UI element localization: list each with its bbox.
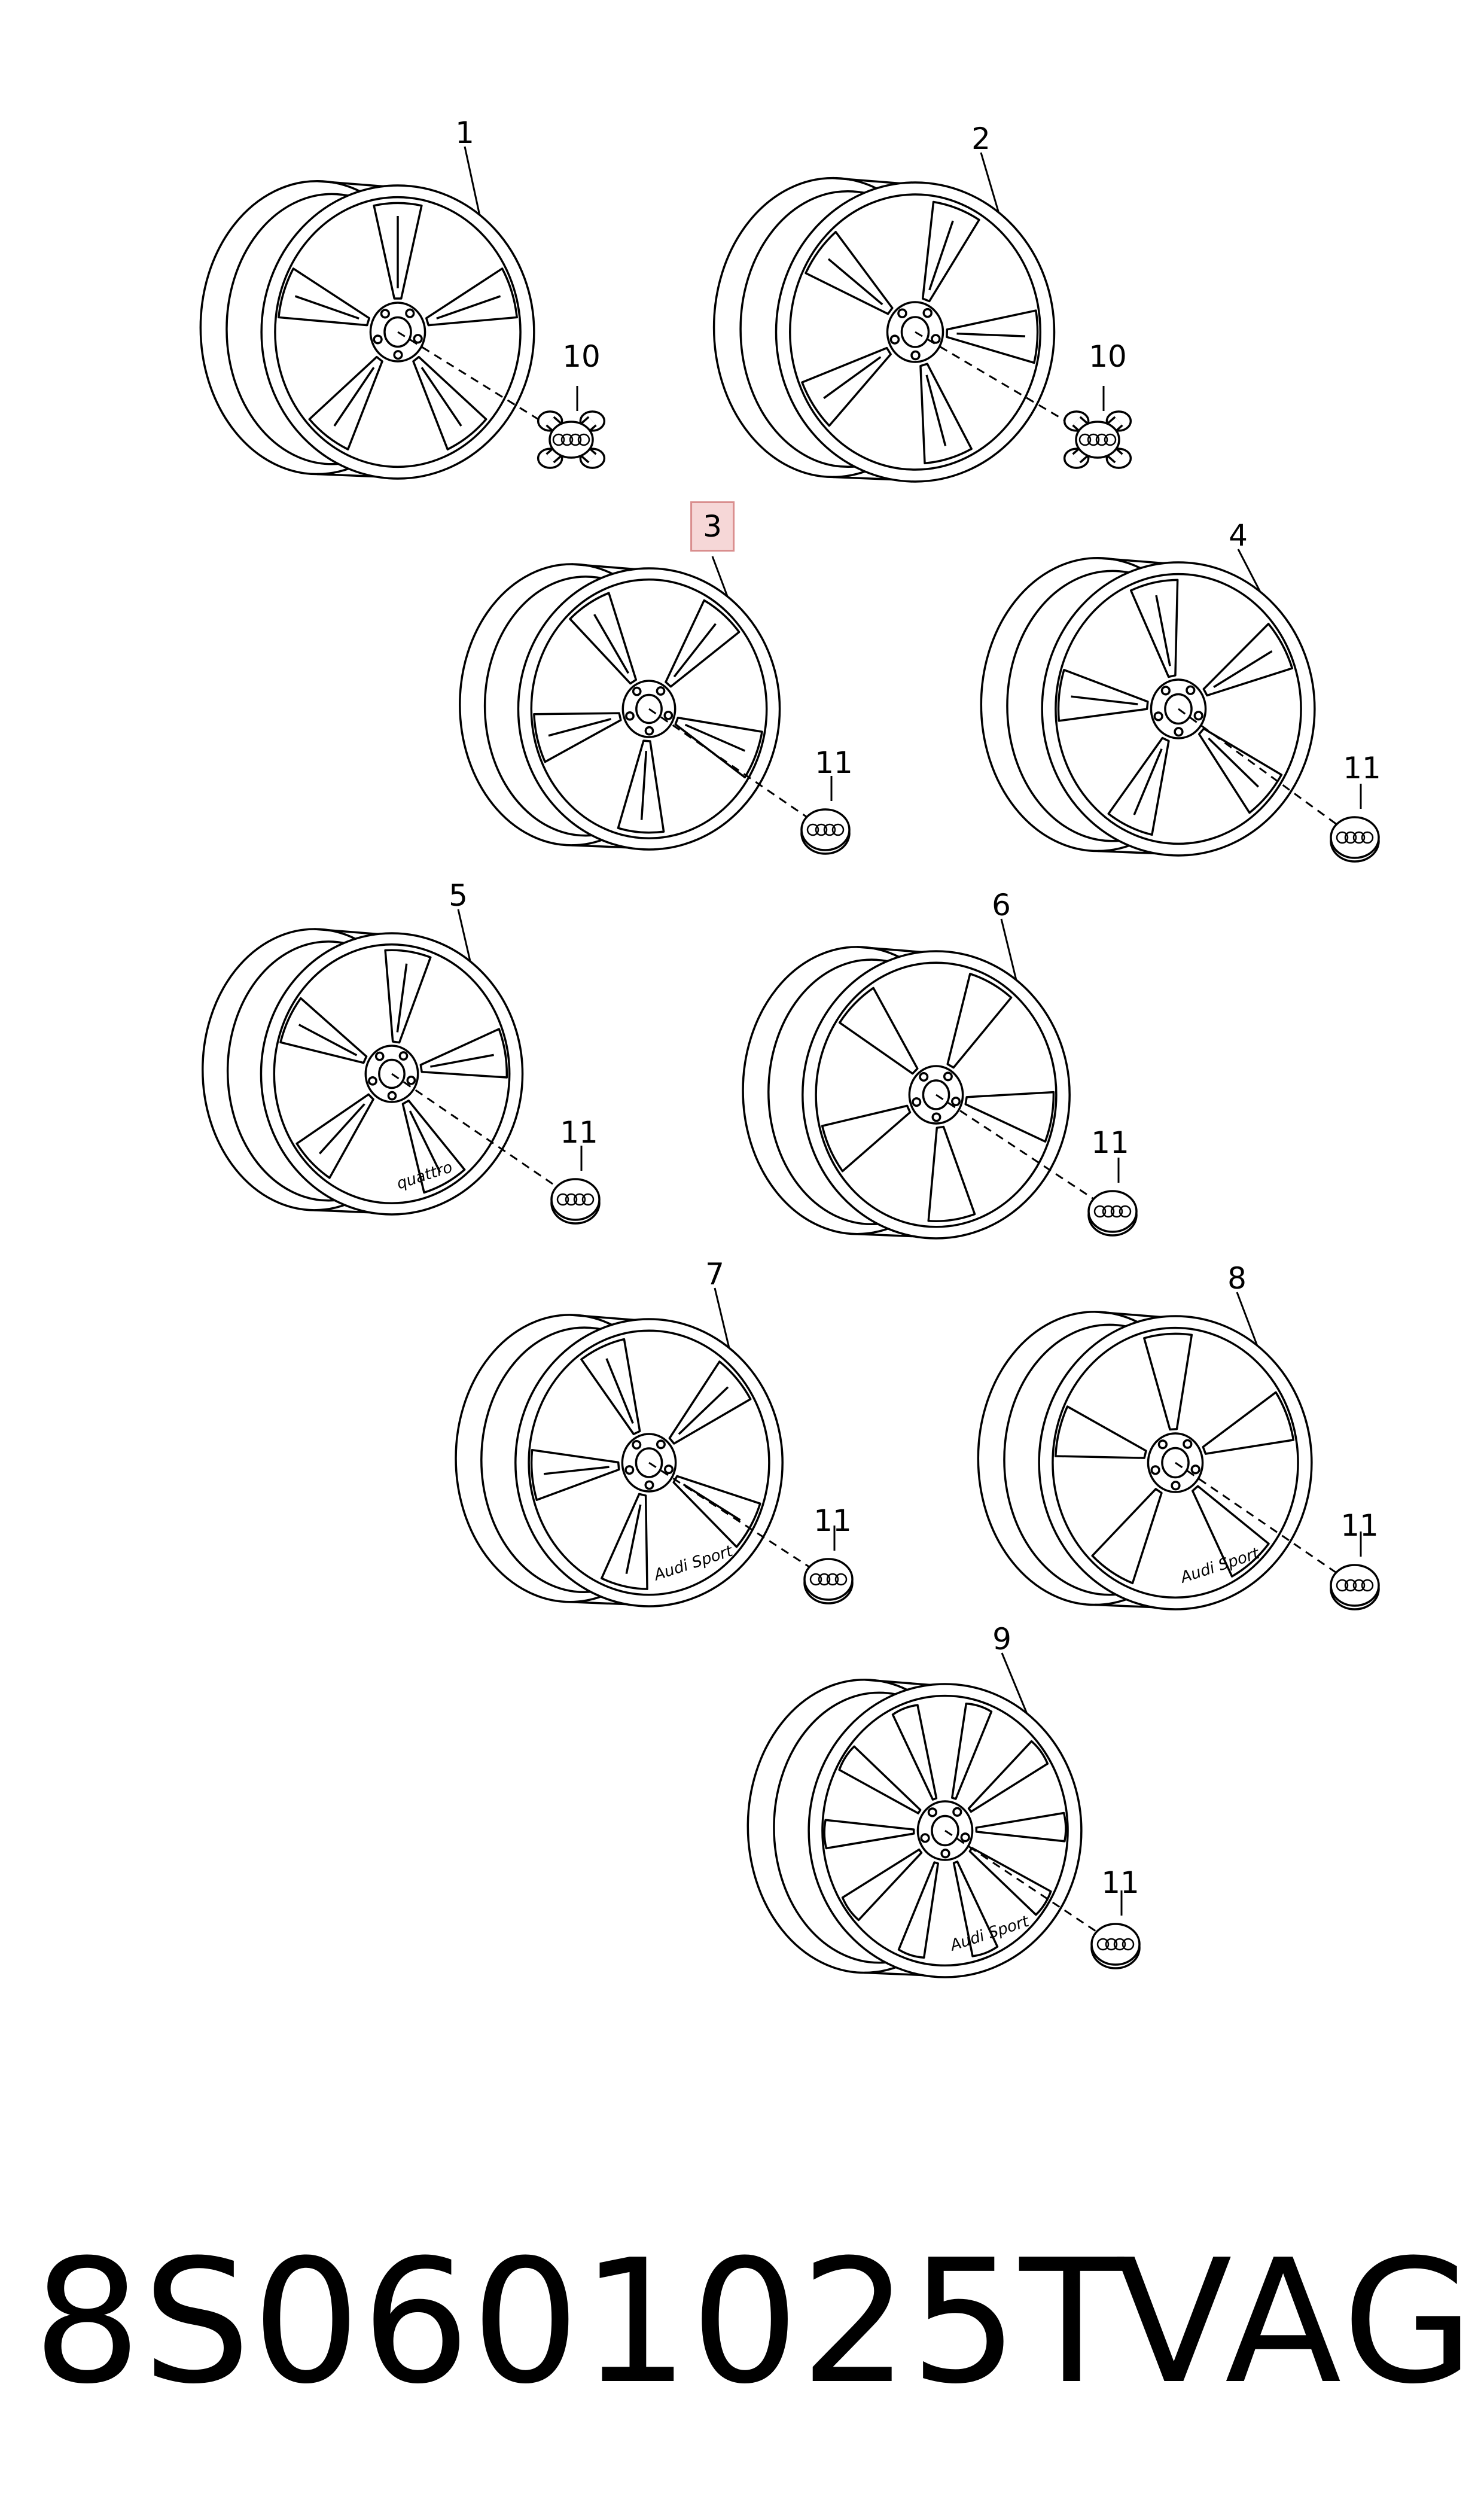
callout-11-g: 11	[1101, 1865, 1139, 1900]
center-cap-round	[1087, 1190, 1138, 1237]
callout-11-b: 11	[1343, 751, 1381, 785]
center-cap-round	[1330, 816, 1380, 863]
callout-11-c: 11	[560, 1115, 598, 1150]
brand-name: VAG	[1116, 2223, 1478, 2422]
wheel-2	[712, 152, 1105, 483]
callout-5: 5	[449, 878, 468, 913]
center-cap-round	[1090, 1923, 1141, 1969]
part-number: 8S0601025T	[33, 2223, 1125, 2422]
callout-9: 9	[992, 1622, 1011, 1657]
center-cap-round	[550, 1178, 601, 1225]
callout-10-b: 10	[1089, 339, 1127, 374]
callout-10-a: 10	[562, 339, 601, 374]
center-cap-spider	[537, 410, 606, 469]
callout-11-d: 11	[1091, 1125, 1129, 1160]
center-cap-round	[800, 808, 851, 855]
callout-11-e: 11	[813, 1503, 852, 1538]
wheel-8: Audi Sport	[977, 1292, 1362, 1610]
wheel-3	[459, 556, 833, 851]
callout-1: 1	[455, 115, 474, 150]
wheel-5: quattro	[202, 909, 583, 1216]
center-cap-round	[803, 1558, 854, 1604]
center-cap-round	[1330, 1564, 1380, 1610]
wheel-6	[742, 918, 1120, 1240]
callout-4: 4	[1229, 518, 1248, 553]
center-cap-spider	[1063, 410, 1132, 469]
callout-11-f: 11	[1340, 1508, 1379, 1543]
callout-3-highlighted[interactable]: 3	[690, 501, 735, 552]
callout-7: 7	[705, 1257, 724, 1292]
wheel-7: Audi Sport	[455, 1287, 836, 1607]
callout-2: 2	[971, 121, 991, 156]
wheel-1	[199, 146, 578, 480]
callout-8: 8	[1227, 1261, 1247, 1296]
callout-11-a: 11	[815, 745, 853, 780]
wheel-4	[980, 549, 1362, 857]
callout-6: 6	[992, 888, 1011, 922]
wheel-9: Audi Sport	[746, 1652, 1123, 1978]
